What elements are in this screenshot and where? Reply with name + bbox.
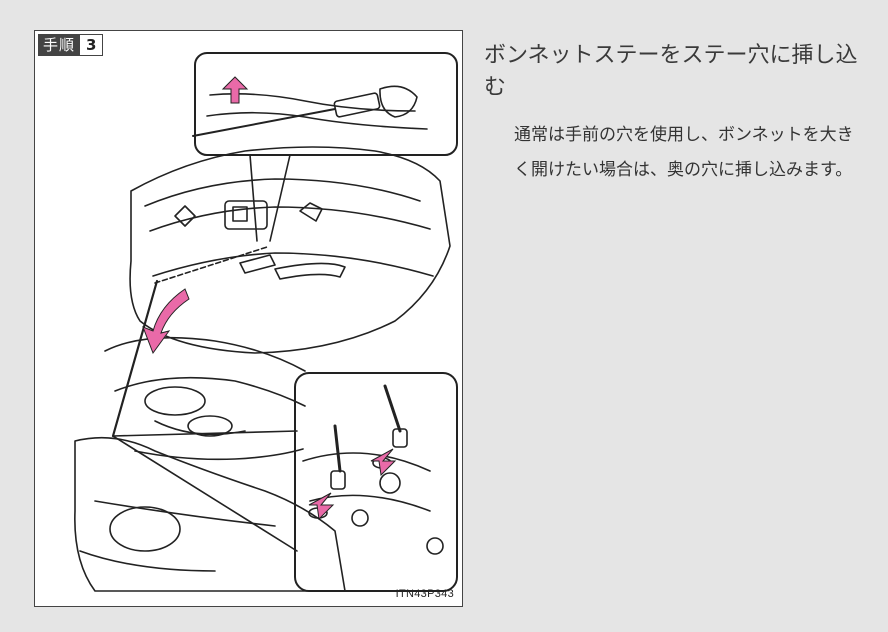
detail-inset-bottom <box>294 372 458 592</box>
arrow-hood-down <box>142 288 190 355</box>
step-description: 通常は手前の穴を使用し、ボンネットを大きく開けたい場合は、奥の穴に挿し込みます。 <box>514 125 854 180</box>
step-badge: 手順 3 <box>38 34 104 56</box>
illustration-panel: 手順 3 ITN43P343 <box>34 30 463 607</box>
step-label: 手順 <box>38 34 81 56</box>
arrow-inset-2 <box>308 492 335 521</box>
detail-inset-top <box>194 52 458 156</box>
inset-stay-rod <box>192 108 336 137</box>
image-code: ITN43P343 <box>395 588 454 600</box>
arrow-top-inset <box>221 76 249 104</box>
hood-stay-rod <box>111 279 159 438</box>
hood-outline <box>129 146 451 354</box>
hood-stay-illustration <box>74 52 458 592</box>
arrow-inset-1 <box>370 448 397 477</box>
car-front-outline <box>74 436 346 592</box>
step-number: 3 <box>80 34 104 56</box>
step-heading: ボンネットステーをステー穴に挿し込む <box>484 43 858 100</box>
